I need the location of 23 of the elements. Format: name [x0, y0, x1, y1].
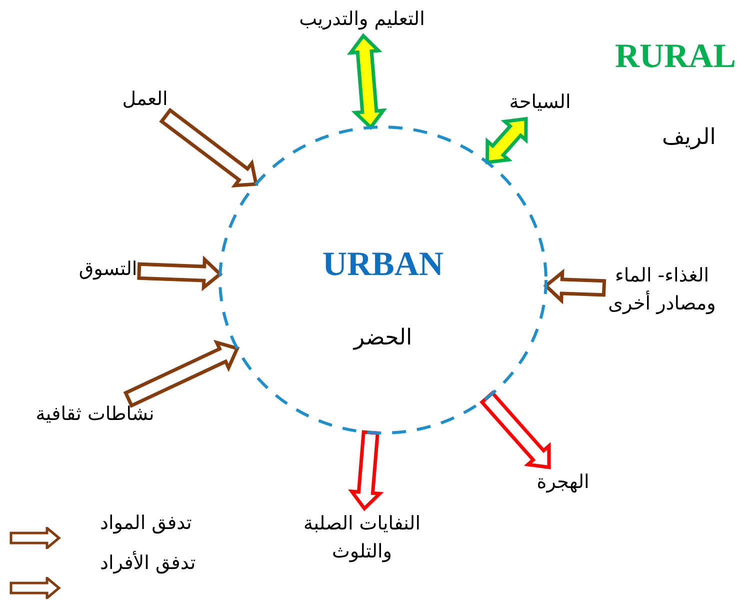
region-label: الريف: [662, 125, 716, 150]
node-label: السياحة: [509, 90, 571, 116]
title-text: URBAN: [322, 246, 444, 284]
block-arrow: [348, 430, 384, 512]
block-arrow: [159, 108, 258, 188]
node-label: التعليم والتدريب: [299, 7, 425, 32]
node-label: العمل: [122, 87, 168, 112]
block-arrow: [137, 256, 223, 292]
node-label: الغذاء- الماء ومصادر أخرى: [607, 263, 717, 316]
block-arrow: [486, 116, 528, 164]
node-label: نشاطات ثقافية: [36, 402, 154, 428]
legend-label: تدفق المواد: [100, 512, 192, 534]
node-label: الهجرة: [536, 470, 590, 496]
block-arrow: [480, 390, 551, 470]
block-arrow: [543, 268, 606, 304]
block-arrow: [123, 340, 240, 408]
dashed-circle: [218, 125, 548, 435]
node-label: النفايات الصلبة والتلوث: [302, 511, 422, 564]
subtitle-text: الحضر: [354, 326, 412, 350]
legend-label: تدفق الأفراد: [100, 552, 196, 574]
block-arrow: [346, 33, 387, 130]
node-label: التسوق: [78, 257, 138, 282]
region-heading: RURAL: [615, 38, 736, 76]
